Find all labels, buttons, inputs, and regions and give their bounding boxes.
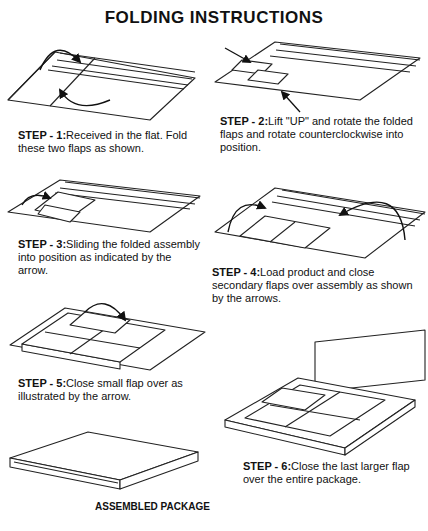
step-number: STEP - 3: bbox=[18, 238, 66, 250]
step-caption: STEP - 6:Close the last larger flap over… bbox=[243, 460, 423, 486]
step-caption: STEP - 5:Close small flap over as illust… bbox=[18, 377, 203, 403]
step6-box bbox=[225, 330, 425, 455]
title: FOLDING INSTRUCTIONS bbox=[0, 8, 428, 28]
package-label: ASSEMBLED PACKAGE bbox=[95, 501, 210, 512]
step4-blank bbox=[215, 188, 425, 258]
step-number: STEP - 4: bbox=[212, 266, 260, 278]
step1-blank bbox=[8, 50, 195, 120]
step-number: STEP - 6: bbox=[243, 460, 291, 472]
step2-blank bbox=[215, 42, 420, 112]
step-caption: STEP - 3:Sliding the folded assembly int… bbox=[18, 238, 203, 277]
step-number: STEP - 2: bbox=[220, 115, 268, 127]
step-caption: STEP - 1:Received in the flat. Fold thes… bbox=[18, 129, 198, 155]
step-number: STEP - 1: bbox=[18, 129, 66, 141]
assembled-package bbox=[10, 432, 198, 489]
step-caption: ASSEMBLED PACKAGE bbox=[95, 500, 255, 513]
step-caption: STEP - 4:Load product and close secondar… bbox=[212, 266, 420, 305]
step-caption: STEP - 2:Lift "UP" and rotate the folded… bbox=[220, 115, 420, 154]
step5-blank bbox=[10, 304, 205, 370]
step3-blank bbox=[8, 180, 200, 232]
step-number: STEP - 5: bbox=[18, 377, 66, 389]
